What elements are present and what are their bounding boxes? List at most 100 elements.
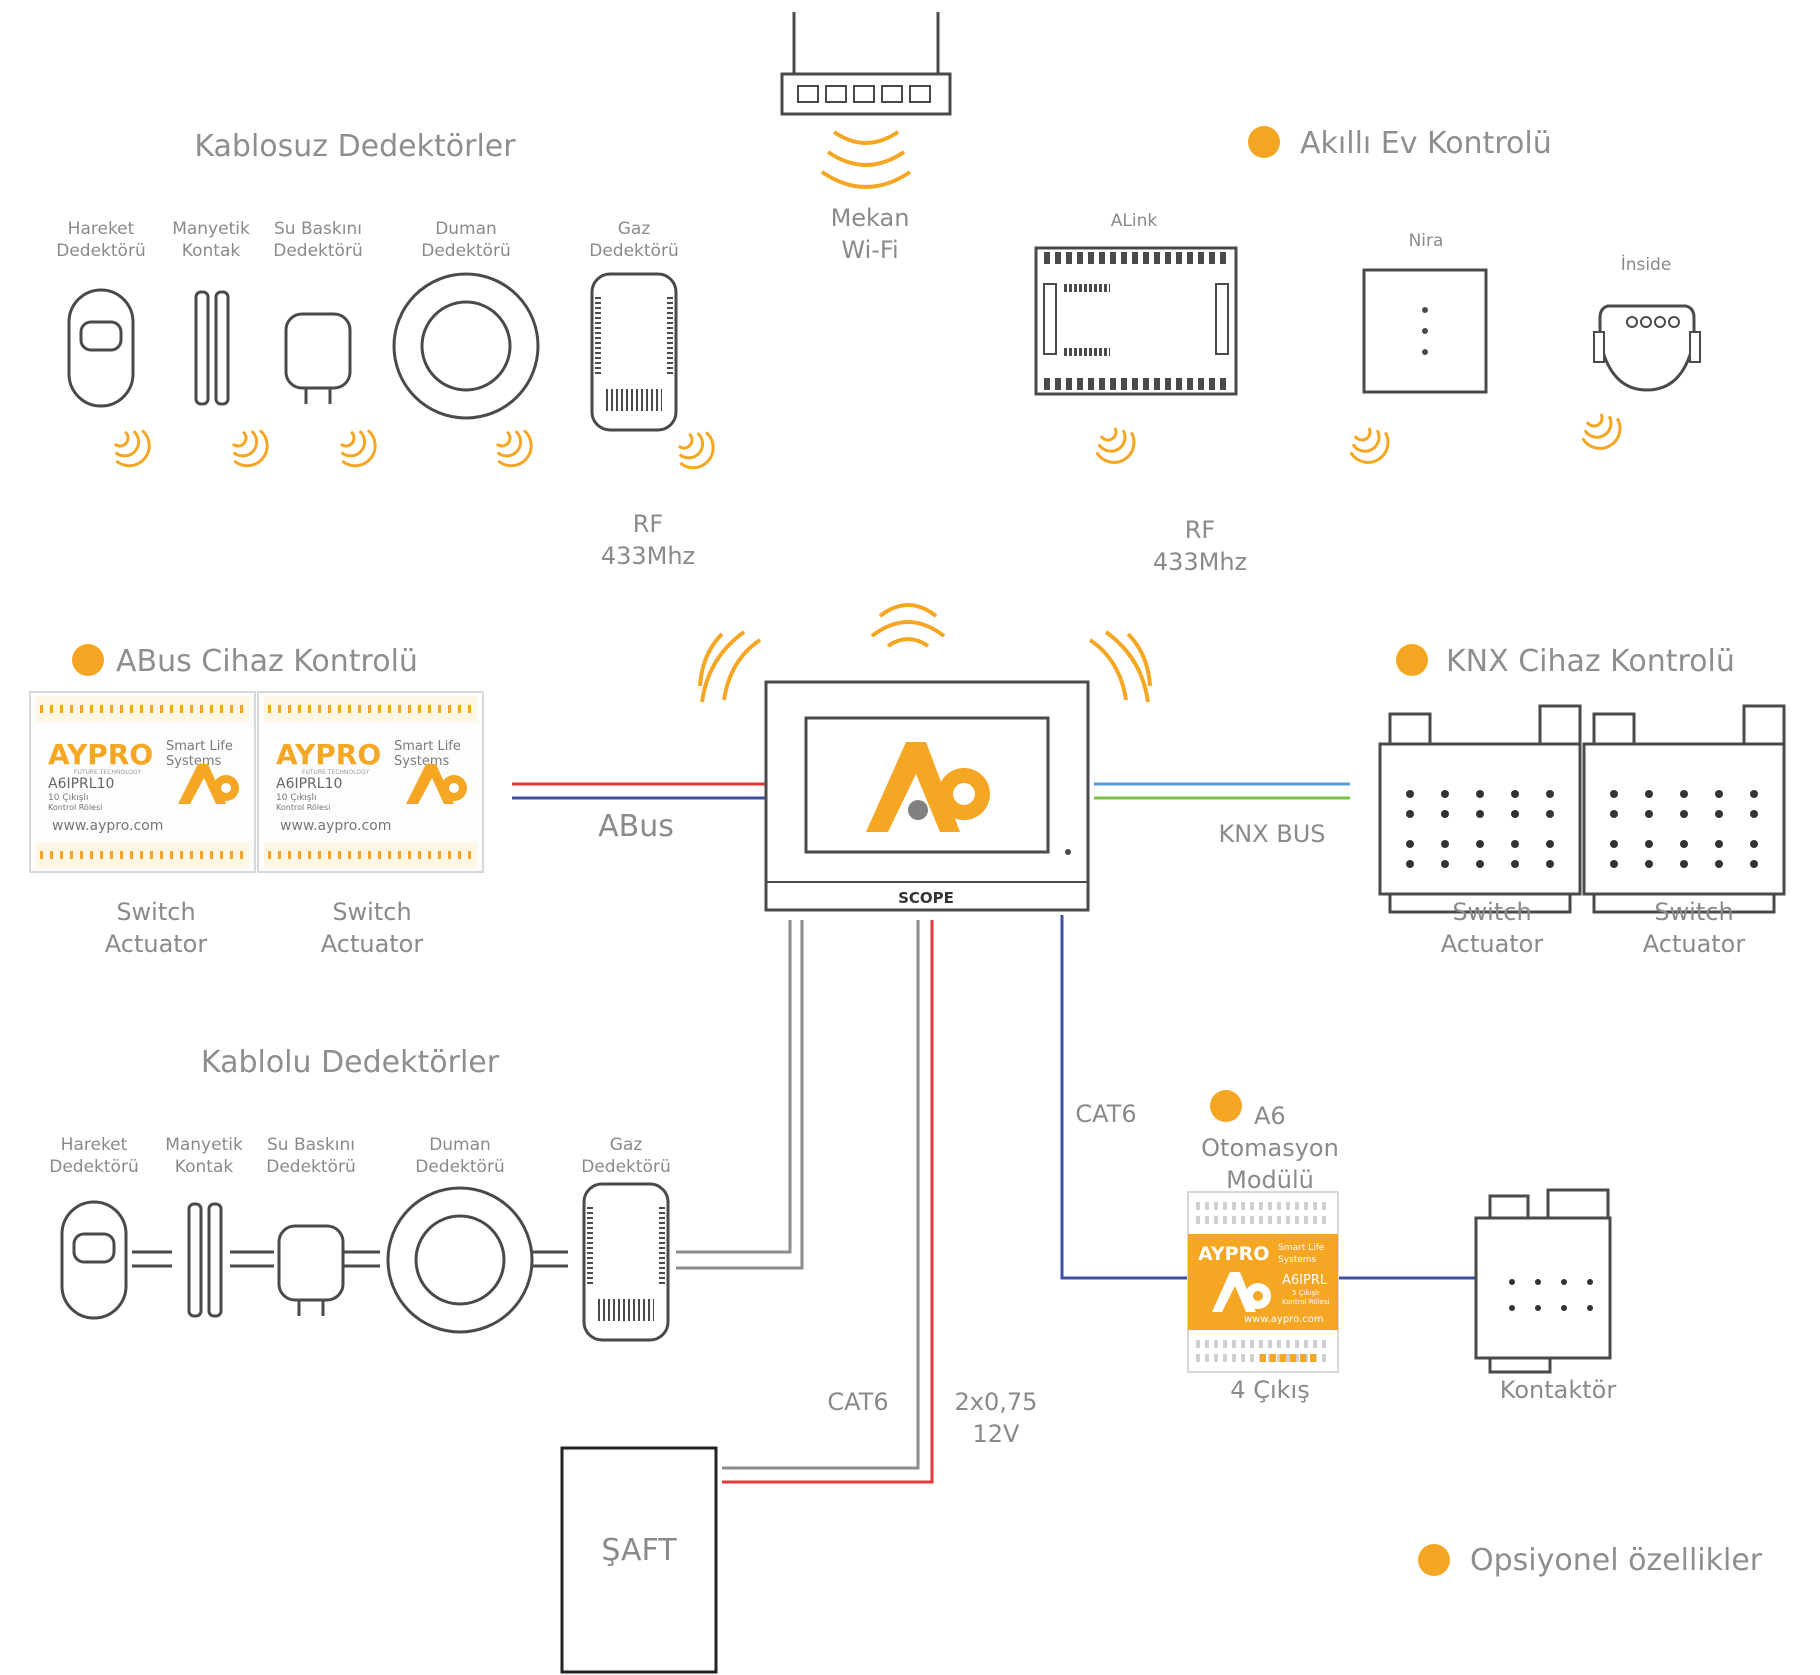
cat6-label-left: CAT6 bbox=[827, 1388, 888, 1416]
nira-device: Nira bbox=[1343, 231, 1488, 472]
power-label-line2: 12V bbox=[973, 1420, 1021, 1448]
module-desc2: Kontrol Rölesi bbox=[1282, 1298, 1330, 1306]
optional-dot-icon bbox=[72, 644, 104, 676]
outputs-label: 4 Çıkış bbox=[1230, 1376, 1309, 1404]
motion-detector-icon bbox=[60, 1200, 128, 1320]
cat6-label-right: CAT6 bbox=[1075, 1100, 1136, 1128]
module-desc1: 5 Çıkışlı bbox=[1292, 1289, 1319, 1297]
wireless-detectors-title: Kablosuz Dedektörler bbox=[194, 129, 516, 164]
detector-label-line1: Su Baskını bbox=[274, 219, 362, 239]
detector-label-line1: Gaz bbox=[618, 219, 651, 239]
rf-signal-icon bbox=[331, 421, 385, 476]
module-brand: AYPRO bbox=[48, 738, 153, 771]
optional-dot-icon bbox=[1418, 1544, 1450, 1576]
rf-label-line2: 433Mhz bbox=[1153, 548, 1247, 576]
module-model: A6IPRL10 bbox=[276, 776, 342, 792]
knx-section: KNX Cihaz Kontrolü KNX BUS Switch Actuat… bbox=[1218, 644, 1786, 958]
alink-label: ALink bbox=[1111, 211, 1158, 231]
abus-section: ABus Cihaz Kontrolü ABus AYPRO Smart Lif… bbox=[30, 644, 674, 958]
panel-wifi-icon bbox=[698, 603, 1152, 703]
abus-title: ABus Cihaz Kontrolü bbox=[116, 644, 418, 679]
detector-label-line1: Hareket bbox=[61, 1135, 128, 1155]
module-desc2: Kontrol Rölesi bbox=[276, 803, 330, 812]
detector-label-line1: Su Baskını bbox=[267, 1135, 355, 1155]
module-brand: AYPRO bbox=[276, 738, 381, 771]
actuator-label-line1: Switch bbox=[1654, 898, 1733, 926]
rf-signal-icon bbox=[1575, 406, 1629, 458]
actuator-label-line2: Actuator bbox=[1643, 930, 1746, 958]
panel-brand: SCOPE bbox=[898, 889, 954, 907]
inside-device: İnside bbox=[1575, 254, 1701, 458]
rf-signal-icon bbox=[105, 421, 159, 476]
power-label-line1: 2x0,75 bbox=[955, 1388, 1038, 1416]
module-desc1: 10 Çıkışlı bbox=[48, 793, 89, 803]
module-model: A6IPRL10 bbox=[48, 776, 114, 792]
a6-logo-icon bbox=[406, 764, 467, 804]
automation-title-line1: A6 bbox=[1254, 1102, 1286, 1130]
automation-module: AYPRO Smart Life Systems A6IPRL 5 Çıkışl… bbox=[1187, 1191, 1339, 1373]
central-panel: SCOPE bbox=[698, 603, 1152, 912]
rf-signal-icon bbox=[1089, 420, 1143, 472]
legend: Opsiyonel özellikler bbox=[1418, 1543, 1763, 1578]
motion-detector-icon bbox=[67, 288, 135, 408]
actuator-label-line2: Actuator bbox=[1441, 930, 1544, 958]
gas-detector-icon bbox=[592, 274, 676, 430]
rf-label-line2: 433Mhz bbox=[601, 542, 695, 570]
optional-dot-icon bbox=[1210, 1090, 1242, 1122]
module-url: www.aypro.com bbox=[280, 818, 391, 834]
contactor-label: Kontaktör bbox=[1500, 1376, 1617, 1404]
detector-label-line2: Dedektörü bbox=[421, 241, 510, 261]
module-tagline2: Systems bbox=[1278, 1255, 1317, 1265]
knx-bus-label: KNX BUS bbox=[1218, 820, 1325, 848]
wired-detectors-title: Kablolu Dedektörler bbox=[201, 1045, 500, 1080]
cables bbox=[512, 782, 1476, 1484]
inside-label: İnside bbox=[1621, 254, 1672, 275]
detector-label-line1: Duman bbox=[429, 1135, 491, 1155]
detector-label-line2: Dedektörü bbox=[273, 241, 362, 261]
legend-optional: Opsiyonel özellikler bbox=[1470, 1543, 1763, 1578]
detector-label-line2: Dedektörü bbox=[415, 1157, 504, 1177]
wireless-detector-motion: Hareket Dedektörü bbox=[56, 219, 159, 476]
rf-signal-icon bbox=[669, 423, 723, 478]
knx-title: KNX Cihaz Kontrolü bbox=[1446, 644, 1735, 679]
detector-label-line1: Hareket bbox=[68, 219, 135, 239]
router-label-line2: Wi-Fi bbox=[841, 236, 898, 264]
rf-label-line1: RF bbox=[1185, 516, 1215, 544]
nira-label: Nira bbox=[1409, 231, 1444, 251]
magnetic-contact-icon bbox=[194, 290, 230, 406]
detector-label-line2: Kontak bbox=[175, 1157, 234, 1177]
detector-label-line2: Dedektörü bbox=[589, 241, 678, 261]
module-tagline1: Smart Life bbox=[166, 739, 233, 754]
rf-signal-icon bbox=[1343, 420, 1397, 472]
shaft-box: ŞAFT bbox=[560, 1446, 718, 1674]
automation-title-line2: Otomasyon bbox=[1201, 1134, 1339, 1162]
smoke-detector-icon bbox=[386, 1186, 534, 1334]
module-tagline1: Smart Life bbox=[1278, 1243, 1325, 1253]
wireless-detectors-section: Kablosuz Dedektörler Hareket Dedektörü M… bbox=[56, 129, 723, 570]
a6-logo-icon bbox=[866, 742, 990, 832]
rf-label-line1: RF bbox=[633, 510, 663, 538]
wireless-detector-gas: Gaz Dedektörü bbox=[589, 219, 723, 478]
detector-label-line1: Manyetik bbox=[165, 1135, 243, 1155]
smart-home-title: Akıllı Ev Kontrolü bbox=[1300, 126, 1552, 161]
detector-label-line2: Dedektörü bbox=[581, 1157, 670, 1177]
actuator-label-line2: Actuator bbox=[105, 930, 208, 958]
module-desc1: 10 Çıkışlı bbox=[276, 793, 317, 803]
detector-label-line2: Dedektörü bbox=[266, 1157, 355, 1177]
module-brand: AYPRO bbox=[1198, 1243, 1269, 1265]
module-sub: FUTURE TECHNOLOGY bbox=[302, 769, 369, 776]
router-label-line1: Mekan bbox=[831, 204, 910, 232]
a6-logo-icon bbox=[1212, 1272, 1271, 1312]
module-desc2: Kontrol Rölesi bbox=[48, 803, 102, 812]
rf-signal-icon bbox=[223, 421, 277, 476]
a6-logo-icon bbox=[178, 764, 239, 804]
abus-bus-label: ABus bbox=[598, 809, 674, 844]
flood-detector-icon bbox=[277, 1224, 345, 1318]
detector-label-line2: Kontak bbox=[182, 241, 241, 261]
flood-detector-icon bbox=[284, 312, 352, 406]
wireless-detector-magnetic: Manyetik Kontak bbox=[172, 219, 277, 476]
module-model: A6IPRL bbox=[1282, 1273, 1328, 1288]
actuator-label-line1: Switch bbox=[332, 898, 411, 926]
contactor-device bbox=[1474, 1188, 1612, 1374]
abus-module: AYPRO Smart Life Systems FUTURE TECHNOLO… bbox=[258, 692, 483, 872]
